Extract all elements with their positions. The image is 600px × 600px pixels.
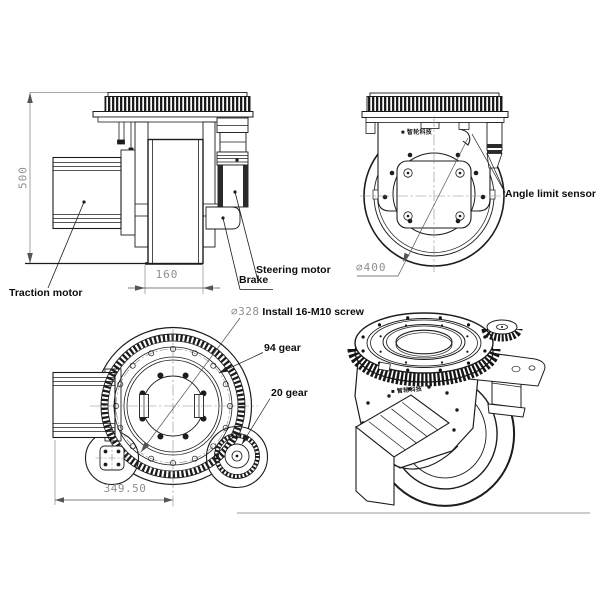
dim-34950-text: 349.50 [103,482,147,495]
iso-ring-gear [347,312,501,387]
dim-500-text: 500 [16,166,30,189]
install-screw-label: Install 16-M10 screw [262,306,364,318]
slewing-gear-front [366,92,503,112]
dim-160 [128,265,220,294]
mounting-flange-front [361,111,509,123]
traction-motor-label: Traction motor [9,287,83,299]
dim-160-text: 160 [155,268,179,281]
dim-328-text: ∅328 [231,305,260,318]
iso-view [237,312,590,514]
steering-motor-assembly [205,117,249,230]
iso-pinion-gear [481,319,523,342]
dim-34950 [54,440,173,505]
dim-500 [27,92,108,264]
bolt-dots-front [382,152,486,224]
side-leaders [47,190,273,290]
wheel-side [147,138,204,265]
gear-20-label: 20 gear [271,387,308,399]
brand-logo-front: ■ 智轮科技 [401,130,433,136]
front-view [357,92,509,277]
side-view [25,92,273,294]
dim-400-leader [357,137,469,277]
gear-94-label: 94 gear [264,342,301,354]
install-screw-callout: ∅328 Install 16-M10 screw [231,306,364,318]
steering-motor-label: Steering motor [256,264,331,276]
top-leaders [140,317,271,453]
traction-motor [52,149,136,236]
angle-limit-sensor [460,128,471,146]
centerlines-top [90,329,258,508]
sensor-bracket [486,122,503,169]
gear-20 [214,433,260,479]
iso-traction-motor [355,394,450,506]
sensor-leaders [471,133,506,193]
pins [117,122,134,152]
hub-corner-bolts [403,168,465,221]
centerlines-front [360,116,508,272]
flange-tabs [365,122,470,134]
angle-limit-sensor-label: Angle limit sensor [505,188,597,200]
corner-block [95,441,129,471]
dim-400-text: ∅400 [356,261,387,274]
top-view [52,317,271,508]
brake-label: Brake [239,274,269,286]
slewing-gear-side [104,92,251,112]
